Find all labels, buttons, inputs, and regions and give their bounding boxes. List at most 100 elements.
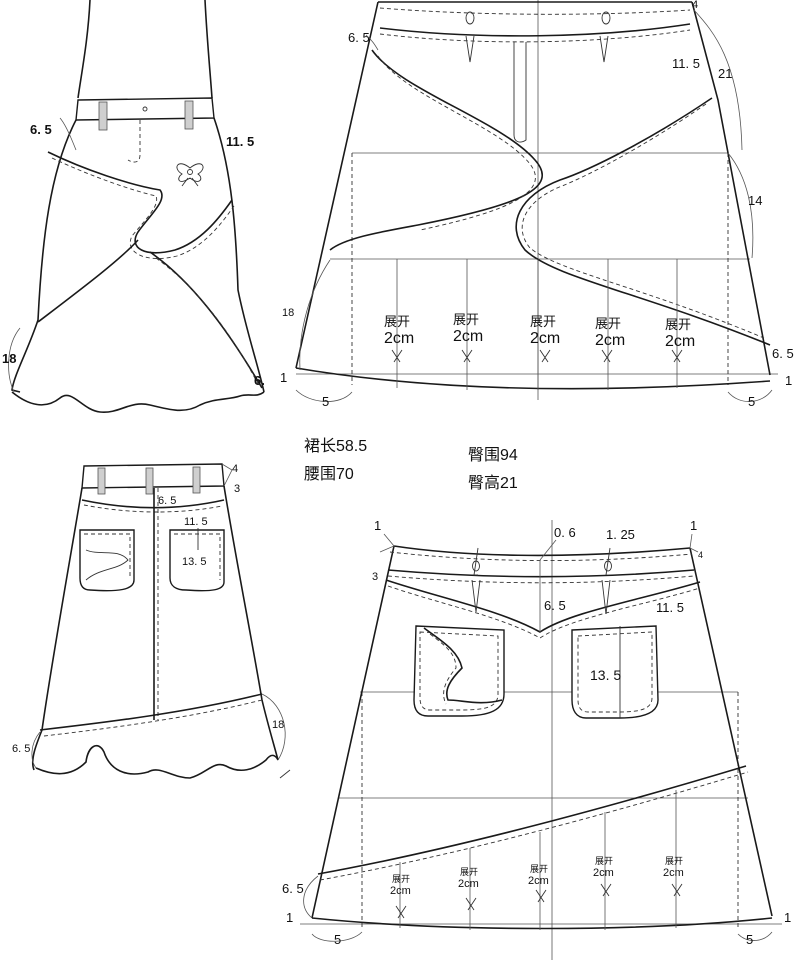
front-pattern-label-1-left: 1 xyxy=(280,370,287,385)
back-spread-3: 展开 2cm xyxy=(528,864,549,903)
front-pattern-label-14: 14 xyxy=(748,193,762,208)
back-pocket-right xyxy=(169,529,225,592)
svg-text:展开: 展开 xyxy=(530,314,556,329)
front-skirt-sketch: 6. 5 11. 5 18 6. xyxy=(2,0,265,413)
belt-loop xyxy=(98,101,108,131)
back-hem xyxy=(35,744,279,779)
svg-text:展开: 展开 xyxy=(392,874,410,884)
back-spread-1: 展开 2cm xyxy=(390,874,411,919)
back-spread-4: 展开 2cm xyxy=(593,856,614,897)
front-spread-2: 展开 2cm xyxy=(453,312,483,363)
svg-text:展开: 展开 xyxy=(595,856,613,866)
svg-text:2cm: 2cm xyxy=(458,878,479,890)
back-pattern-waist xyxy=(393,545,691,557)
back-pattern-label-1-left-top: 1 xyxy=(374,518,381,533)
back-skirt-right-side xyxy=(223,485,279,761)
front-skirt-left-side xyxy=(11,119,77,393)
button-icon xyxy=(142,106,148,112)
front-pattern-label-5-left: 5 xyxy=(322,394,329,409)
back-sketch-label-hem-left: 6. 5 xyxy=(12,743,30,755)
spec-waist: 腰围70 xyxy=(304,465,354,483)
body-left-outline xyxy=(77,0,91,99)
svg-text:展开: 展开 xyxy=(530,864,548,874)
svg-text:2cm: 2cm xyxy=(595,332,625,349)
svg-text:展开: 展开 xyxy=(665,856,683,866)
svg-text:2cm: 2cm xyxy=(453,328,483,345)
svg-text:展开: 展开 xyxy=(595,316,621,331)
diagonal-seam xyxy=(47,151,233,254)
svg-text:2cm: 2cm xyxy=(530,330,560,347)
belt-loop xyxy=(145,467,154,495)
front-pattern-label-right-top: 11. 5 xyxy=(672,56,700,71)
back-skirt-sketch: 4 3 6. 5 11. 5 13. 5 18 6. 5 xyxy=(12,463,291,779)
bow-icon xyxy=(176,163,204,187)
front-hem xyxy=(11,391,265,413)
front-pattern-hem xyxy=(295,367,771,390)
front-sketch-label-right-hem: 6. xyxy=(254,373,265,388)
back-pattern-label-3: 3 xyxy=(372,571,378,583)
front-curve-seam-right xyxy=(515,97,771,346)
svg-text:2cm: 2cm xyxy=(528,875,549,887)
back-pattern-label-4: 4 xyxy=(698,550,703,560)
front-pattern-label-hem-right: 6. 5 xyxy=(772,346,794,361)
back-pattern-label-1-25: 1. 25 xyxy=(606,527,635,542)
front-pattern-label-waist-left: 6. 5 xyxy=(348,30,370,45)
back-flounce-seam xyxy=(317,765,747,875)
back-sketch-label-pocket-w: 11. 5 xyxy=(184,516,208,528)
front-pattern-label-21: 21 xyxy=(718,66,732,81)
front-spread-1: 展开 2cm xyxy=(384,314,414,363)
spec-hip: 臀围94 xyxy=(468,446,518,464)
front-skirt-right-side xyxy=(213,117,265,393)
back-sketch-label-hem-right: 18 xyxy=(272,719,284,731)
back-pocket-left xyxy=(79,529,135,592)
belt-loop xyxy=(192,466,201,494)
back-pattern-label-pocket-w: 11. 5 xyxy=(656,600,684,615)
front-curve-seam xyxy=(329,49,543,251)
body-right-outline xyxy=(204,0,213,99)
front-spread-5: 展开 2cm xyxy=(665,317,695,363)
front-sketch-label-right-waist: 11. 5 xyxy=(226,134,254,149)
belt-loop xyxy=(97,467,106,495)
back-pattern-label-0-6: 0. 6 xyxy=(554,525,576,540)
spec-hip-height: 臀高21 xyxy=(468,474,518,492)
back-sketch-label-3: 3 xyxy=(234,483,240,495)
back-spread-5: 展开 2cm xyxy=(663,856,684,897)
front-pattern-label-18: 18 xyxy=(282,307,294,319)
svg-text:2cm: 2cm xyxy=(665,333,695,350)
back-pattern-label-pocket-h: 13. 5 xyxy=(590,667,621,683)
front-pattern-label-5-right: 5 xyxy=(748,394,755,409)
svg-text:2cm: 2cm xyxy=(390,885,411,897)
spec-block: 裙长58.5 腰围70 臀围94 臀高21 xyxy=(304,437,518,492)
front-spread-4: 展开 2cm xyxy=(595,316,625,363)
back-sketch-label-pocket-h: 13. 5 xyxy=(182,556,206,568)
belt-loop xyxy=(184,100,194,130)
back-pattern-label-hem-left: 6. 5 xyxy=(282,881,304,896)
svg-text:展开: 展开 xyxy=(665,317,691,332)
back-pattern-label-yoke: 6. 5 xyxy=(544,598,566,613)
front-pattern-side-right xyxy=(691,1,771,376)
seam-topstitch xyxy=(51,157,235,259)
front-pattern: 展开 2cm 展开 2cm 展开 2cm 展开 2cm 展开 2cm 6. 5 … xyxy=(280,0,794,409)
front-sketch-label-left-waist: 6. 5 xyxy=(30,122,52,137)
svg-text:展开: 展开 xyxy=(384,314,410,329)
back-spread-2: 展开 2cm xyxy=(458,867,479,911)
back-pattern-side-right xyxy=(689,547,773,917)
back-skirt-left-side xyxy=(31,487,83,771)
back-pattern-side-left xyxy=(311,545,395,919)
back-pattern-label-1-left: 1 xyxy=(286,910,293,925)
svg-text:展开: 展开 xyxy=(460,867,478,877)
front-pattern-side-left xyxy=(295,1,379,369)
back-pattern: 展开 2cm 展开 2cm 展开 2cm 展开 2cm 展开 2cm 1 1 xyxy=(282,518,791,960)
back-yoke-seam xyxy=(385,579,701,633)
front-sketch-label-left-hem: 18 xyxy=(2,351,16,366)
svg-text:2cm: 2cm xyxy=(663,867,684,879)
fly-stitch xyxy=(127,120,141,163)
back-sketch-label-4: 4 xyxy=(232,463,238,475)
front-spread-3: 展开 2cm xyxy=(530,314,560,363)
back-pattern-label-5-left: 5 xyxy=(334,932,341,947)
seam-topstitch xyxy=(155,257,259,385)
front-pattern-label-1-right: 1 xyxy=(785,373,792,388)
back-pattern-label-5-right: 5 xyxy=(746,932,753,947)
